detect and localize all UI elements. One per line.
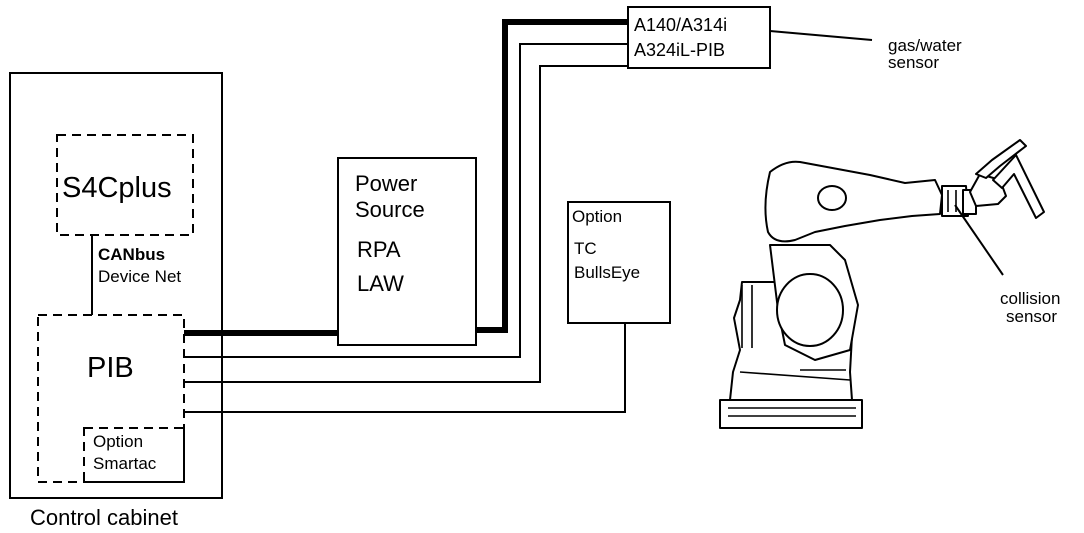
smartac-line1: Option <box>93 432 143 451</box>
signal-line-1 <box>184 43 628 358</box>
canbus-label: CANbus <box>98 245 165 264</box>
option-tc-box <box>567 201 671 324</box>
power-source-line3: RPA <box>357 237 401 262</box>
wire-feeder-line2: A324iL-PIB <box>634 40 725 60</box>
wire-feeder-box <box>627 6 771 69</box>
gas-water-leader <box>769 30 873 41</box>
collision-line1: collision <box>1000 289 1060 308</box>
signal-line-tc <box>184 323 626 413</box>
power-source-box <box>337 157 477 346</box>
power-source-line1: Power <box>355 171 417 196</box>
collision-line2: sensor <box>1006 307 1057 326</box>
option-tc-line3: BullsEye <box>574 263 640 282</box>
robot-arm-icon <box>719 139 1045 429</box>
collision-leader <box>954 204 1004 276</box>
wire-feeder-line1: A140/A314i <box>634 15 727 35</box>
option-tc-line2: TC <box>574 239 597 258</box>
power-source-line2: Source <box>355 197 425 222</box>
signal-line-2 <box>184 65 628 383</box>
power-cable-source-to-feeder <box>476 19 628 333</box>
option-tc-line1: Option <box>572 207 622 226</box>
smartac-line2: Smartac <box>93 454 157 473</box>
pib-box <box>37 314 185 483</box>
s4cplus-label: S4Cplus <box>62 172 172 204</box>
gas-water-line1: gas/water <box>888 36 962 55</box>
devicenet-label: Device Net <box>98 267 181 286</box>
s4cplus-box <box>56 134 194 236</box>
smartac-box <box>83 427 185 483</box>
control-cabinet-label: Control cabinet <box>30 505 178 530</box>
control-cabinet-box <box>9 72 223 499</box>
power-source-line4: LAW <box>357 271 404 296</box>
pib-label: PIB <box>87 352 134 384</box>
gas-water-line2: sensor <box>888 53 939 72</box>
